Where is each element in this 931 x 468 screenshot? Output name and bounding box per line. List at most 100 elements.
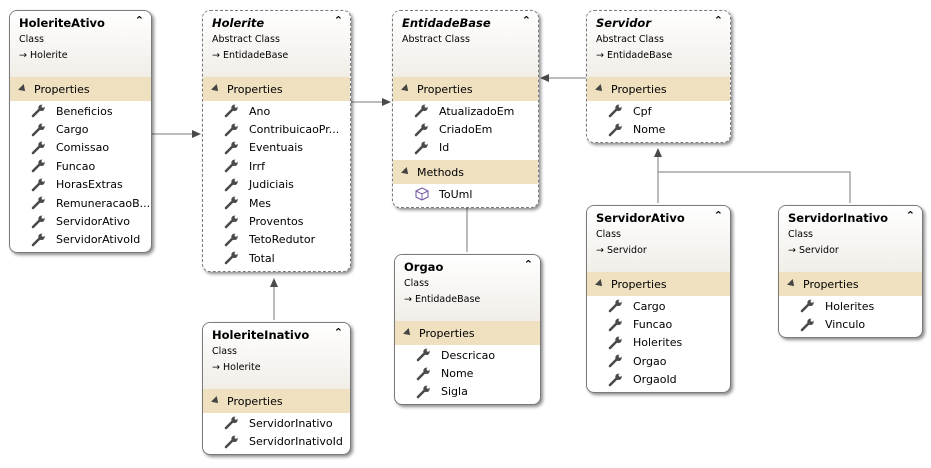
methods-section-header[interactable]: Methods [393,160,538,185]
properties-section-header[interactable]: Properties [393,77,538,101]
property-item[interactable]: ServidorAtivoId [10,231,151,249]
triangle-icon[interactable] [787,279,797,289]
class-stereotype: Class [788,229,813,240]
chevron-up-icon[interactable]: ⌃ [134,14,144,27]
property-name: Holerites [825,299,875,313]
property-item[interactable]: ServidorAtivo [10,212,151,230]
base-class-name: EntidadeBase [415,294,481,305]
property-name: Mes [249,196,271,210]
chevron-up-icon[interactable]: ⌃ [521,14,531,27]
property-name: Sigla [441,385,468,399]
property-item[interactable]: HorasExtras [10,176,151,194]
property-name: Cargo [633,299,666,313]
property-item[interactable]: Funcao [587,315,730,333]
properties-section-label: Properties [227,394,283,408]
method-item[interactable]: ToUml [393,185,538,203]
property-item[interactable]: Orgao [587,352,730,370]
properties-section-header[interactable]: Properties [10,77,151,101]
triangle-icon[interactable] [18,84,28,94]
class-name: Holerite [212,16,265,30]
property-item[interactable]: Descricao [395,346,540,364]
property-item[interactable]: Funcao [10,157,151,175]
property-item[interactable]: Sigla [395,383,540,401]
property-name: ServidorAtivo [56,215,131,229]
property-name: AtualizadoEm [439,104,515,118]
property-item[interactable]: Beneficios [10,102,151,120]
property-name: Orgao [633,354,667,368]
property-item[interactable]: CriadoEm [393,120,538,138]
base-class-label: → EntidadeBase [596,50,672,61]
wrench-icon [416,348,432,362]
triangle-icon[interactable] [401,84,411,94]
property-item[interactable]: Id [393,139,538,157]
triangle-icon[interactable] [211,84,221,94]
properties-section-header[interactable]: Properties [203,389,350,413]
triangle-icon[interactable] [595,84,605,94]
property-item[interactable]: Cpf [587,102,730,120]
property-item[interactable]: Nome [587,120,730,138]
property-item[interactable]: Comissao [10,139,151,157]
property-item[interactable]: TetoRedutor [203,231,350,249]
triangle-icon[interactable] [401,167,411,178]
chevron-up-icon[interactable]: ⌃ [333,14,343,27]
chevron-up-icon[interactable]: ⌃ [713,14,723,27]
property-item[interactable]: Holerites [779,297,922,315]
property-item[interactable]: Vinculo [779,315,922,333]
properties-section-label: Properties [611,82,667,96]
chevron-up-icon[interactable]: ⌃ [333,326,343,339]
properties-section-header[interactable]: Properties [587,272,730,296]
property-item[interactable]: Ano [203,102,350,120]
class-name: HoleriteAtivo [19,16,105,30]
wrench-icon [31,178,47,192]
properties-section-header[interactable]: Properties [395,321,540,345]
property-item[interactable]: Nome [395,364,540,382]
property-item[interactable]: Total [203,249,350,267]
chevron-up-icon[interactable]: ⌃ [523,258,533,271]
properties-section-header[interactable]: Properties [779,272,922,296]
triangle-icon[interactable] [595,279,605,289]
properties-section-header[interactable]: Properties [587,77,730,101]
property-item[interactable]: Holerites [587,334,730,352]
property-item[interactable]: Cargo [10,120,151,138]
properties-section-header[interactable]: Properties [203,77,350,101]
property-item[interactable]: Irrf [203,157,350,175]
properties-section-label: Properties [803,277,859,291]
class-stereotype: Abstract Class [402,34,470,45]
base-class-name: Holerite [223,362,261,373]
property-item[interactable]: Proventos [203,212,350,230]
wrench-icon [31,196,47,210]
property-item[interactable]: Judiciais [203,176,350,194]
property-item[interactable]: RemuneracaoB... [10,194,151,212]
property-item[interactable]: ContribuicaoPr... [203,120,350,138]
property-item[interactable]: Cargo [587,297,730,315]
property-item[interactable]: ServidorInativoId [203,432,350,450]
methods-list: ToUml [393,184,538,206]
arrowhead-entidadebase-right [540,74,549,82]
triangle-icon[interactable] [403,328,413,338]
wrench-icon [31,233,47,247]
property-item[interactable]: AtualizadoEm [393,102,538,120]
wrench-icon [800,318,816,332]
chevron-up-icon[interactable]: ⌃ [713,209,723,222]
property-item[interactable]: Eventuais [203,139,350,157]
property-item[interactable]: Mes [203,194,350,212]
property-name: ServidorInativo [249,416,333,430]
class-name: ServidorInativo [788,211,889,225]
property-name: Cpf [633,104,652,118]
property-item[interactable]: ServidorInativo [203,414,350,432]
property-item[interactable]: OrgaoId [587,371,730,389]
triangle-icon[interactable] [211,396,221,406]
chevron-up-icon[interactable]: ⌃ [905,209,915,222]
